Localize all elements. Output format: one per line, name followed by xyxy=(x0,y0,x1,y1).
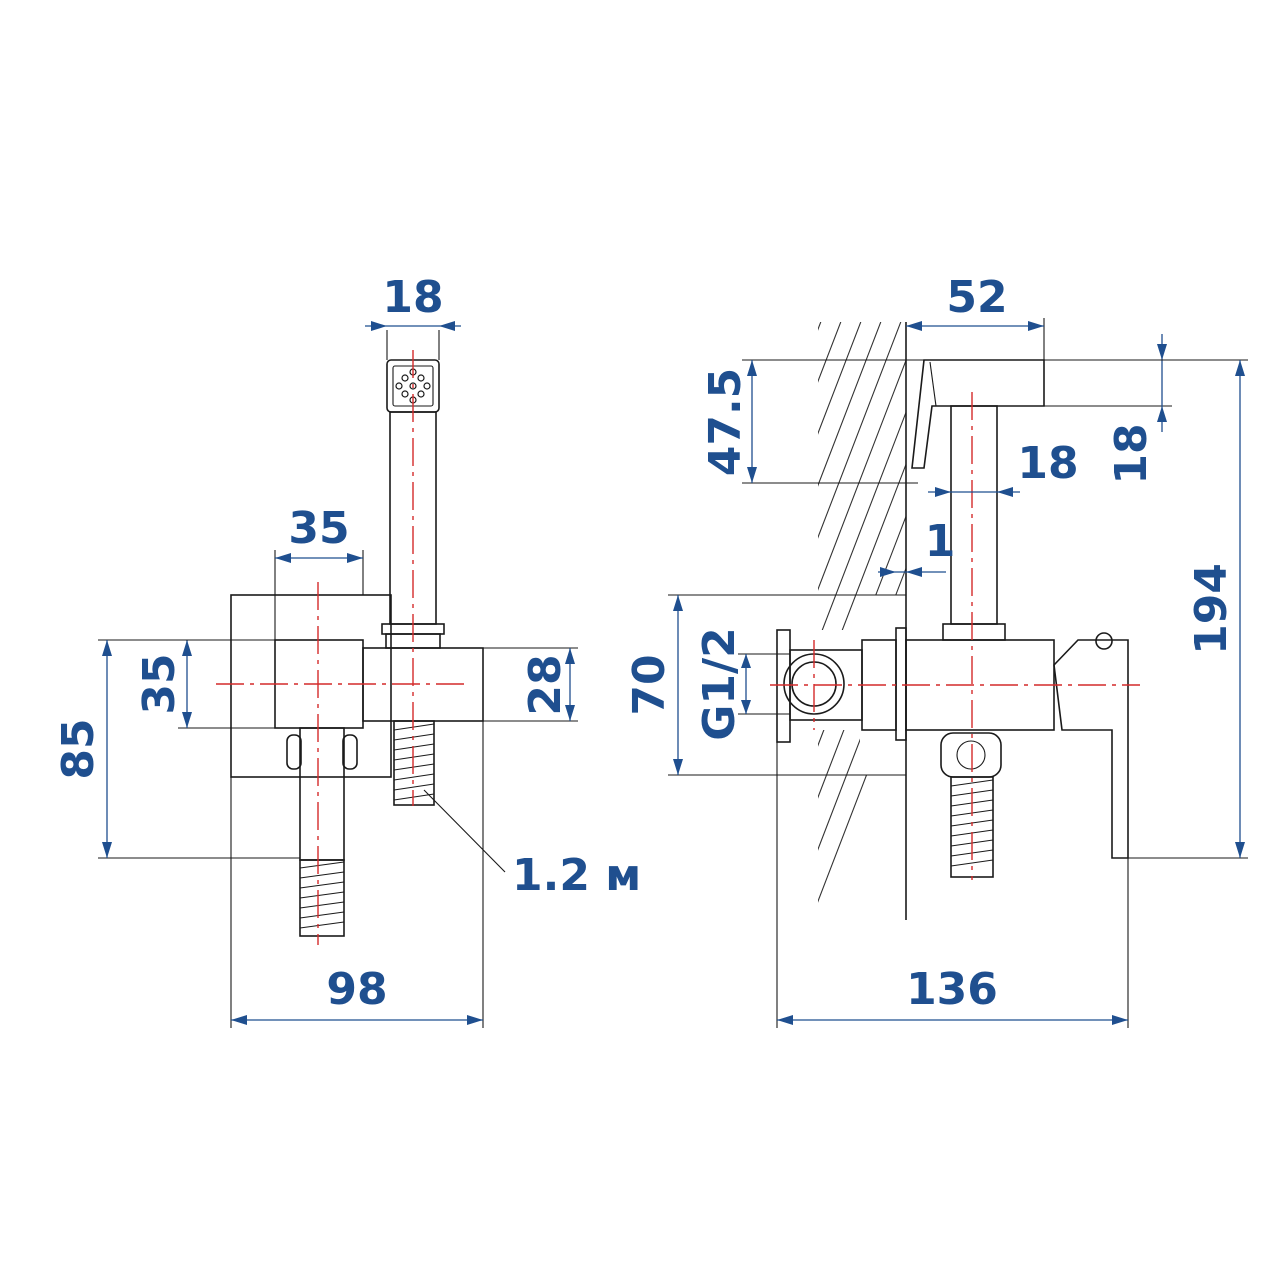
front-lower-hose-ribs xyxy=(299,861,345,929)
dim-head-height-label: 47.5 xyxy=(700,368,751,477)
dim-body-height-label: 28 xyxy=(520,654,571,715)
side-shower-handle xyxy=(950,405,998,625)
dim-thread-label: G1/2 xyxy=(694,627,745,740)
side-hose-nut xyxy=(940,732,1002,778)
dim-side-height-label: 194 xyxy=(1186,563,1237,655)
front-view: 18 35 35 85 28 1.2 м xyxy=(53,272,641,1028)
dim-total-height-label: 85 xyxy=(53,718,104,779)
dim-top-depth-label: 52 xyxy=(946,272,1007,323)
front-hose xyxy=(393,720,435,806)
front-outlet-pipe xyxy=(299,727,345,861)
dim-handle-width-label: 18 xyxy=(382,272,443,323)
dim-total-width-label: 98 xyxy=(326,964,387,1015)
dim-box-height-label: 35 xyxy=(134,653,185,714)
dim-side-depth-label: 136 xyxy=(906,964,998,1015)
hose-leader-line xyxy=(423,789,506,873)
dim-plate-height-label: 70 xyxy=(624,654,675,715)
wall-hatching xyxy=(818,322,906,903)
side-lever xyxy=(1053,639,1129,859)
side-handle-nut xyxy=(942,623,1006,641)
front-nut-right xyxy=(342,734,358,770)
dim-gap-label: 1 xyxy=(925,516,956,567)
front-mounting-box xyxy=(230,594,392,778)
hose-length-label: 1.2 м xyxy=(512,850,641,901)
side-view: 52 47.5 18 18 1 70 xyxy=(624,272,1248,1028)
dim-side-handle-width-label: 18 xyxy=(1017,438,1078,489)
dim-box-width-label: 35 xyxy=(288,503,349,554)
front-valve-body xyxy=(362,647,484,722)
dim-head-thickness-label: 18 xyxy=(1106,423,1157,484)
front-nut-left xyxy=(286,734,302,770)
